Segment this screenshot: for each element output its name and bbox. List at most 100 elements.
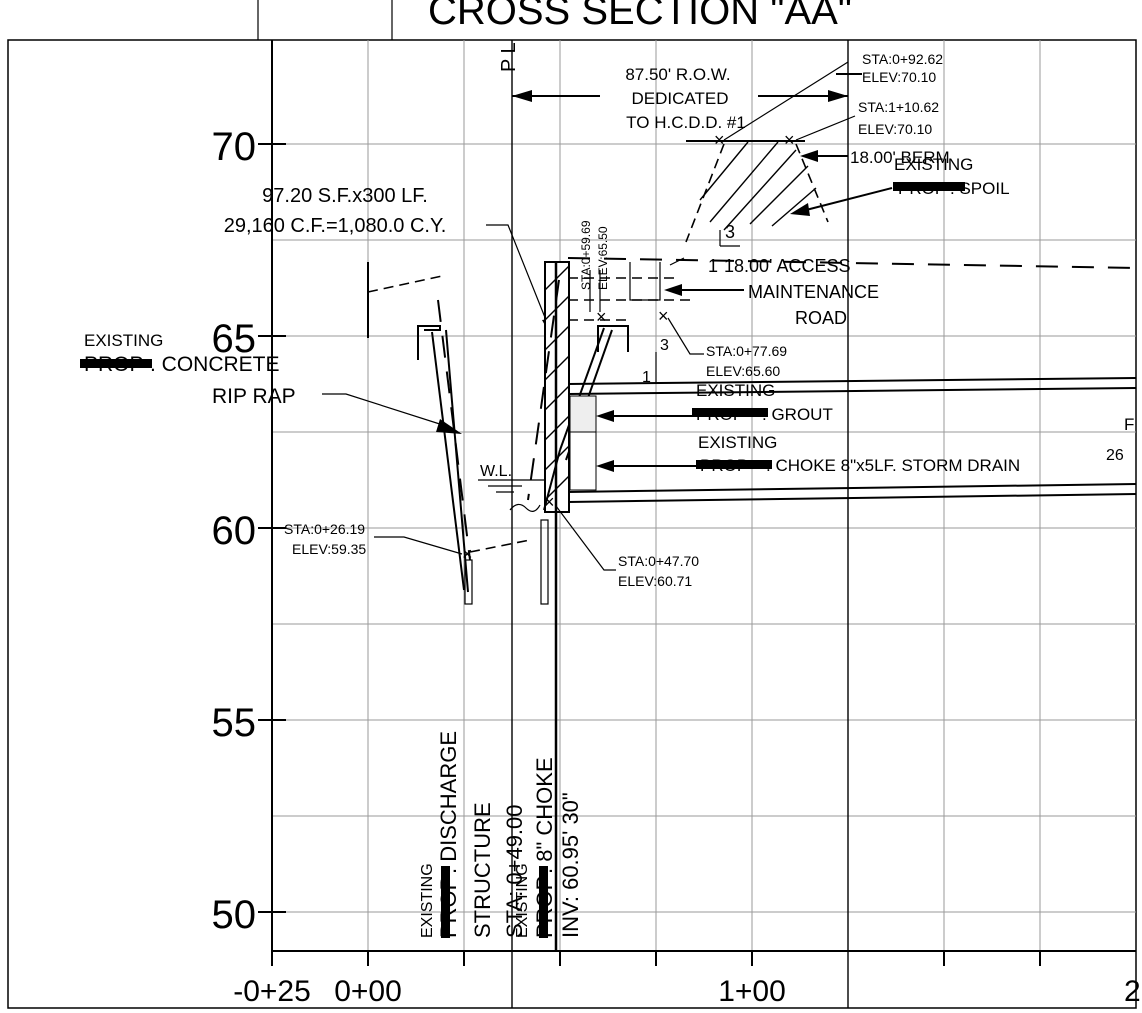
station-callout: STA:0+26.19: [284, 521, 365, 537]
access-label-3: ROAD: [795, 308, 847, 328]
svg-text:P L: P L: [498, 42, 520, 72]
volume-leader: [486, 224, 551, 331]
station-callout: STA:0+47.70: [618, 553, 699, 569]
prop-strikeout: [692, 408, 768, 417]
svg-text:PROP: PROP: [532, 876, 557, 938]
grid: [272, 40, 1136, 1008]
arrowhead: [790, 203, 810, 216]
choke-existing-label: EXISTING: [698, 433, 777, 452]
station-callout: STA:1+10.62: [858, 99, 939, 115]
riprap-existing-label: EXISTING: [84, 331, 163, 350]
svg-text:STA: 0+49.00: STA: 0+49.00: [502, 804, 527, 938]
elevation-callout: ELEV:60.71: [618, 573, 692, 589]
water-level-label: W.L.: [480, 463, 512, 480]
point-marker: ×: [596, 307, 607, 327]
elevation-callout: ELEV:65.50: [596, 226, 610, 290]
station-callout: STA:0+77.69: [706, 343, 787, 359]
access-label-1: 18.00' ACCESS: [724, 256, 851, 276]
grout-label: . GROUT: [762, 405, 833, 424]
spoil-leader: [805, 187, 893, 211]
y-axis-ticks: [258, 143, 286, 913]
svg-text:. DISCHARGE: . DISCHARGE: [436, 731, 461, 874]
y-tick-label: 70: [212, 125, 257, 169]
elevation-callout: ELEV:59.35: [292, 541, 366, 557]
cut-off-label: 26: [1106, 447, 1124, 464]
y-tick-label: 60: [212, 509, 257, 553]
grout-existing-label: EXISTING: [696, 381, 775, 400]
row-label-line1: 87.50' R.O.W.: [625, 65, 730, 84]
grout-prop-label: PROP: [696, 405, 744, 424]
leader-line: [795, 115, 856, 141]
leader-line: [667, 317, 704, 355]
spoil-prop-label: PROP: [898, 179, 946, 198]
riprap-label-1: . CONCRETE: [150, 353, 280, 376]
svg-text:INV: 60.95' 30": INV: 60.95' 30": [558, 792, 583, 938]
property-line-symbol: P L: [498, 42, 520, 72]
elevation-callout: ELEV:70.10: [858, 121, 932, 137]
station-callout: STA:0+59.69: [579, 220, 593, 290]
berm-label: 18.00' BERM: [850, 148, 950, 167]
leader-line: [723, 61, 849, 141]
spoil-berm: × ×: [685, 130, 829, 247]
elevation-callout: ELEV:70.10: [862, 69, 936, 85]
arrowhead: [596, 460, 614, 472]
volume-label-1: 97.20 S.F.x300 LF.: [262, 185, 428, 207]
slope-label: 3: [660, 337, 669, 354]
cut-off-label: F: [1124, 415, 1134, 434]
station-callout: STA:0+92.62: [862, 51, 943, 67]
row-label-line2: DEDICATED: [632, 89, 729, 108]
section-title: CROSS SECTION "AA": [428, 0, 852, 33]
leader-line: [374, 536, 463, 555]
svg-text:. 8" CHOKE: . 8" CHOKE: [532, 757, 557, 874]
svg-text:EXISTING: EXISTING: [419, 863, 436, 938]
svg-text:×: ×: [714, 130, 725, 150]
riprap-prop-label: PROP: [84, 353, 144, 376]
svg-text:STRUCTURE: STRUCTURE: [470, 802, 495, 938]
prop-strikeout: [80, 359, 152, 368]
arrowhead: [664, 284, 682, 296]
spoil-label: . SPOIL: [950, 179, 1010, 198]
prop-strikeout: [696, 460, 772, 469]
x-axis-ticks: [271, 951, 1041, 966]
y-tick-label: 55: [212, 701, 257, 745]
svg-text:PROP: PROP: [436, 876, 461, 938]
elevation-callout: ELEV:65.60: [706, 363, 780, 379]
arrowhead: [512, 90, 532, 102]
arrowhead: [596, 410, 614, 422]
row-label-line3: TO H.C.D.D. #1: [626, 113, 746, 132]
y-tick-label: 50: [212, 893, 257, 937]
point-marker: ×: [462, 544, 473, 564]
x-tick-label: -0+25: [233, 975, 311, 1008]
vertical-labels: EXISTING PROP . DISCHARGE STRUCTURE STA:…: [419, 731, 583, 938]
sheet-frame: [7, 39, 1137, 1009]
volume-label-2: 29,160 C.F.=1,080.0 C.Y.: [224, 215, 447, 237]
slope-label: 1: [708, 256, 718, 276]
leader-line: [555, 505, 616, 571]
slope-label: 1: [642, 369, 651, 386]
choke-label: . CHOKE 8"x5LF. STORM DRAIN: [766, 456, 1020, 475]
y-tick-label: 65: [212, 317, 257, 361]
point-marker: ×: [658, 306, 669, 326]
choke-prop-label: PROP: [700, 456, 748, 475]
svg-text:×: ×: [784, 130, 795, 150]
arrowhead: [800, 150, 818, 162]
access-road: [567, 257, 1137, 352]
slope-label: 3: [725, 222, 735, 242]
x-tick-label: 2+: [1124, 975, 1142, 1008]
point-marker: ×: [544, 492, 555, 512]
arrowhead: [828, 90, 848, 102]
discharge-structure: [469, 261, 613, 950]
x-tick-label: 0+00: [334, 975, 402, 1008]
existing-ground-left: [367, 262, 473, 605]
svg-text:EXISTING: EXISTING: [514, 863, 531, 938]
spoil-existing-label: EXISTING: [894, 155, 973, 174]
riprap-label-2: RIP RAP: [212, 385, 296, 408]
riprap-leader: [322, 393, 447, 427]
access-label-2: MAINTENANCE: [748, 282, 879, 302]
arrowhead: [436, 419, 462, 434]
prop-strikeout: [893, 182, 965, 191]
storm-drain: [567, 377, 1137, 503]
x-tick-label: 1+00: [718, 975, 786, 1008]
